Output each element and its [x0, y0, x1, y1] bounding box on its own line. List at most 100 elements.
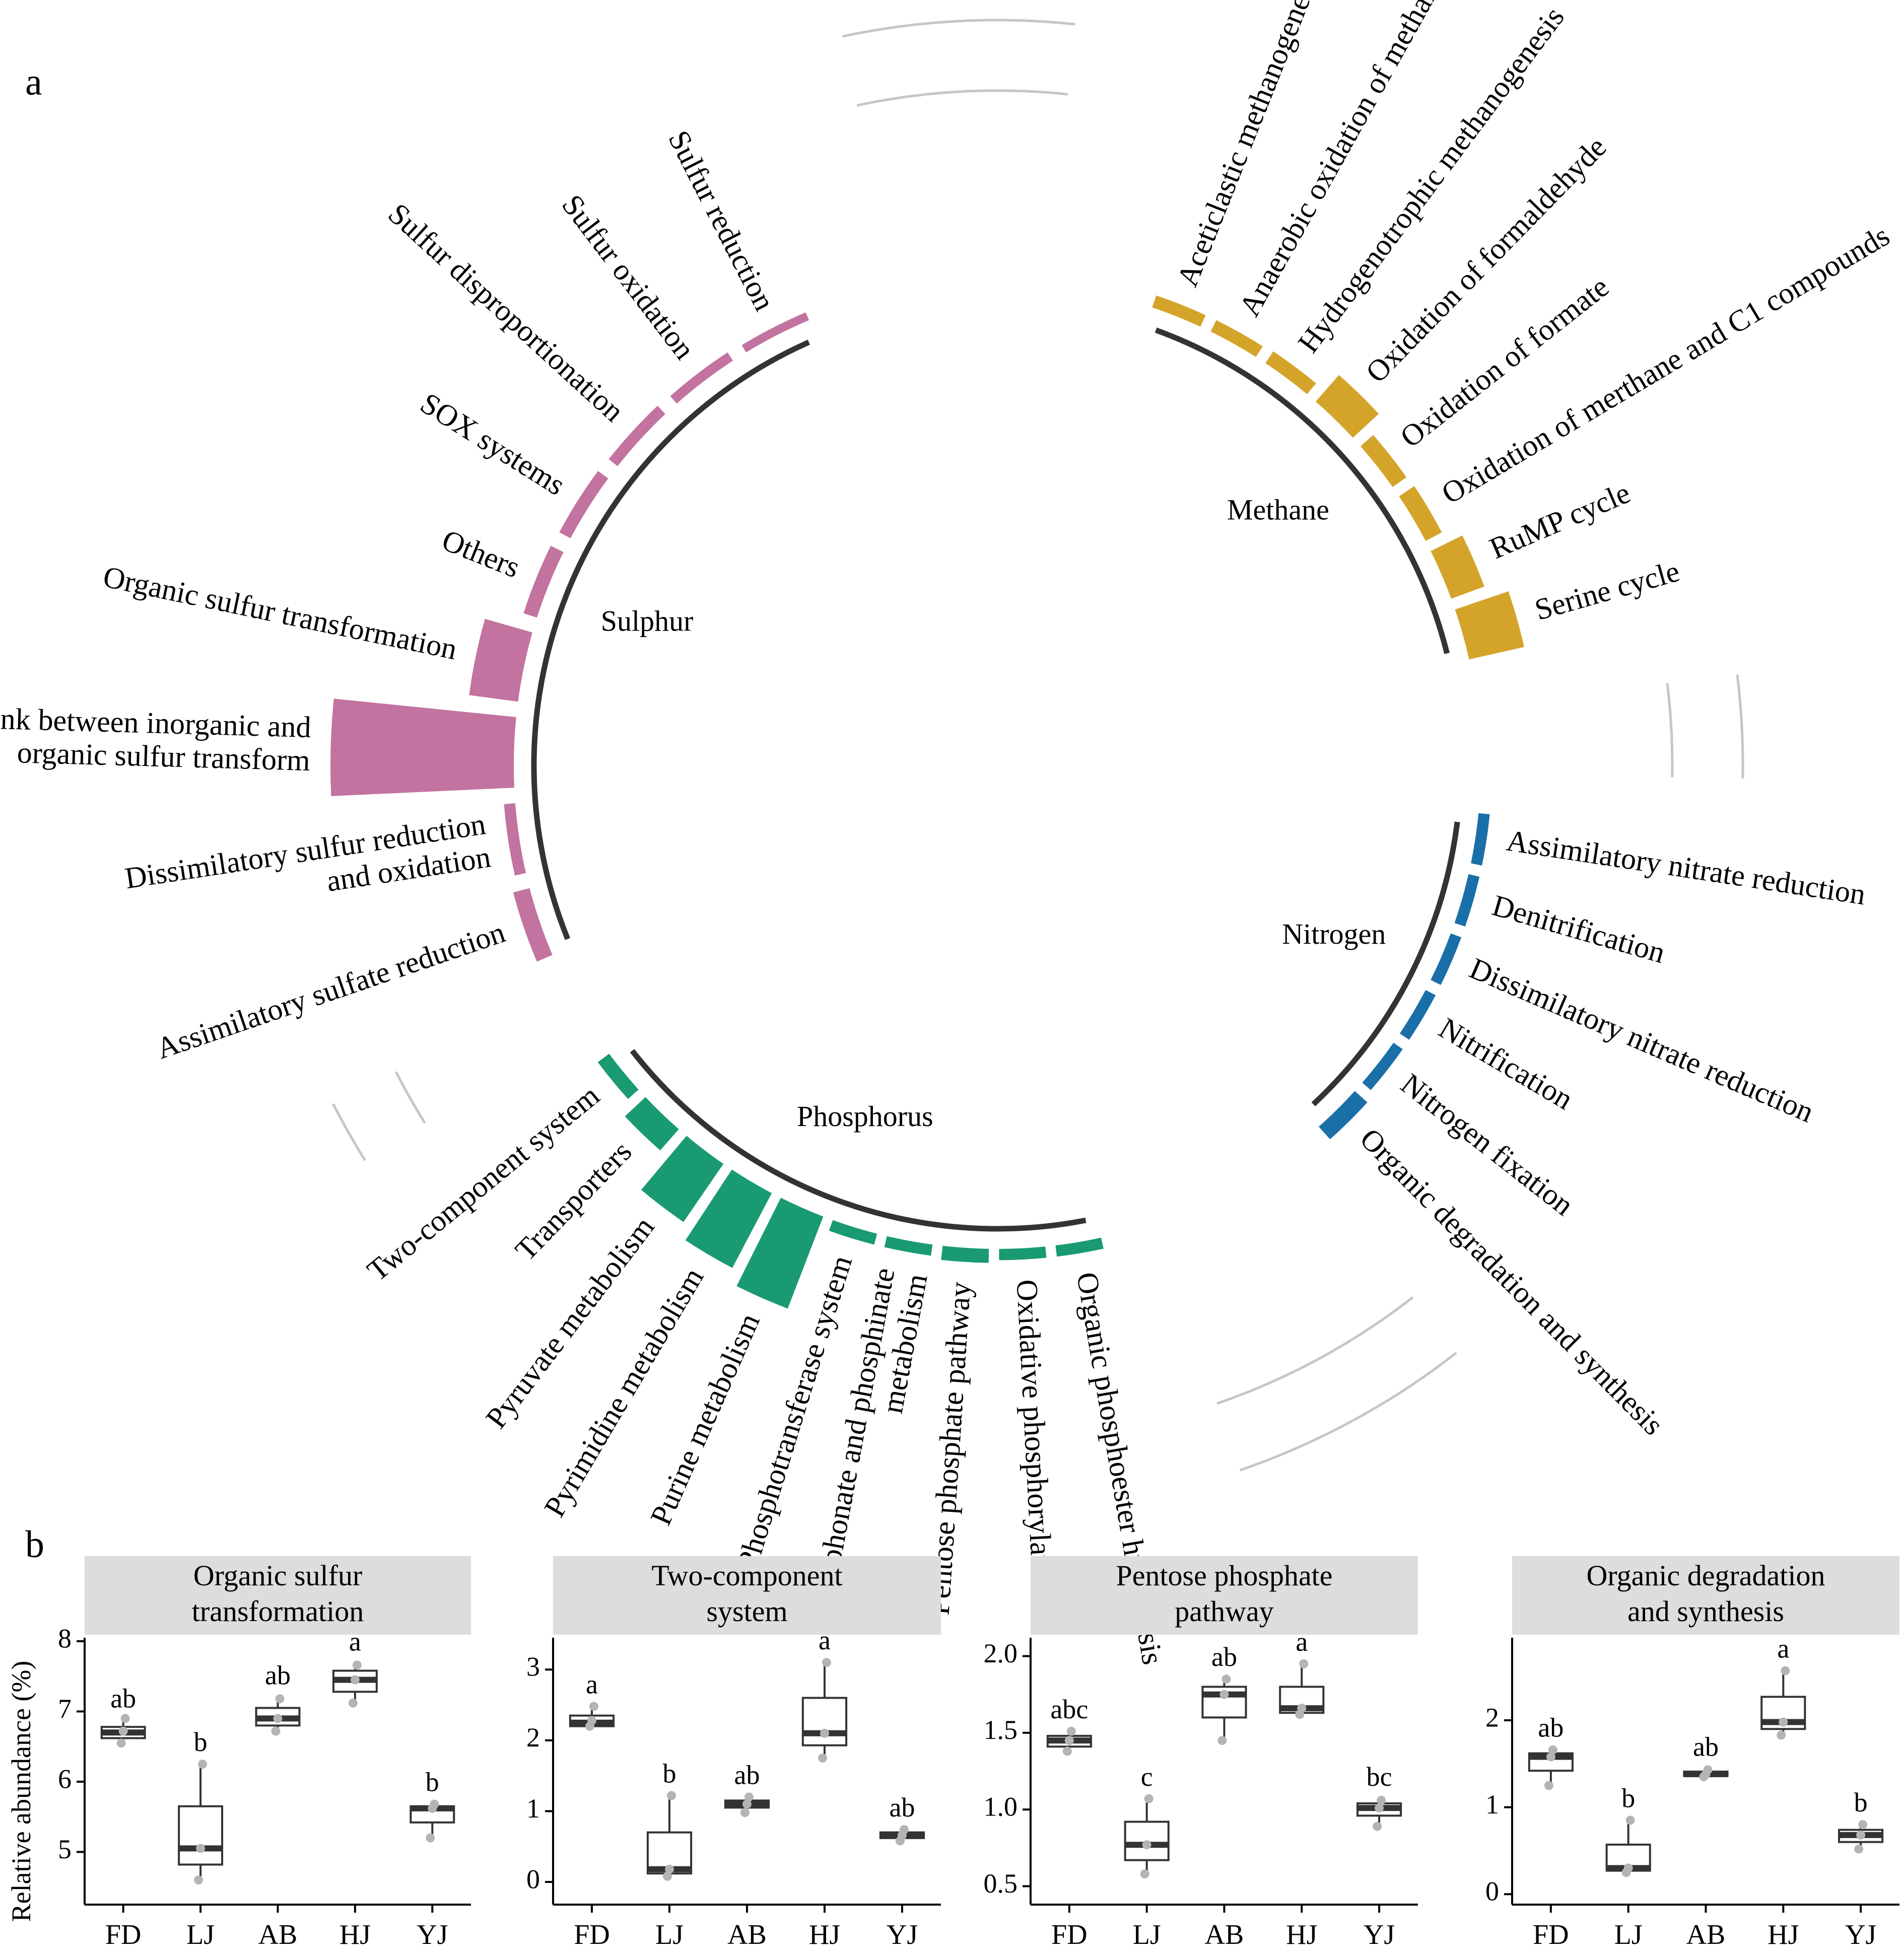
bar-methane-hydrogenotrophic-methanogenesis	[1265, 351, 1316, 394]
pathway-label-line: organic sulfur transform	[17, 736, 311, 777]
significance-letter: ab	[1538, 1713, 1563, 1743]
pathway-label-phosphorus-oxidative-phosphorylation: Oxidative phosphorylation	[1010, 1279, 1060, 1603]
category-label-methane: Methane	[1227, 494, 1329, 526]
category-label-phosphorus: Phosphorus	[797, 1100, 933, 1133]
data-point	[1703, 1765, 1713, 1775]
connector-arc-3-0	[394, 1071, 426, 1124]
box-lj: LJb	[178, 1727, 224, 1950]
bar-nitrogen-assimilatory-nitrate-reduction	[1471, 813, 1490, 866]
bar-nitrogen-nitrogen-fixation	[1362, 1042, 1403, 1090]
bar-phosphorus-phosphonate-and-phosphinate-metabolism	[884, 1236, 933, 1256]
bar-sulphur-others	[523, 545, 564, 618]
data-point	[1221, 1674, 1231, 1684]
y-tick-label: 8	[58, 1623, 72, 1653]
pathway-label-line: Organic sulfur transformation	[100, 559, 460, 666]
bar-phosphorus-phosphotransferase-system	[829, 1220, 877, 1245]
data-point	[822, 1658, 831, 1667]
significance-letter: c	[1141, 1762, 1153, 1792]
significance-letter: b	[1854, 1787, 1868, 1817]
y-tick-label: 2	[526, 1722, 540, 1753]
bar-sulphur-assimilatory-sulfate-reduction	[513, 888, 553, 962]
significance-letter: ab	[890, 1792, 915, 1823]
x-tick-label: YJ	[1364, 1919, 1395, 1950]
category-label-sulphur: Sulphur	[601, 604, 694, 637]
data-point	[1064, 1736, 1074, 1745]
facet-strip	[553, 1556, 941, 1635]
bar-methane-oxidation-of-formaldehyde	[1316, 375, 1379, 438]
box-lj: LJb	[646, 1759, 693, 1950]
data-point	[1858, 1820, 1868, 1830]
category-arc-nitrogen	[1311, 821, 1460, 1106]
x-tick-label: YJ	[887, 1919, 918, 1950]
significance-letter: bc	[1367, 1762, 1392, 1792]
data-point	[1856, 1830, 1866, 1840]
pathway-label-line: Aceticlastic methanogenesis	[1170, 0, 1328, 291]
significance-letter: ab	[1693, 1732, 1719, 1762]
data-point	[275, 1694, 285, 1704]
data-point	[1219, 1690, 1229, 1699]
data-point	[196, 1844, 206, 1853]
significance-letter: b	[1621, 1783, 1635, 1813]
bar-methane-rump-cycle	[1431, 535, 1484, 599]
category-arc-sulphur	[531, 339, 810, 940]
bar-methane-oxidation-of-merthane-and-c1-compounds	[1399, 486, 1442, 541]
x-tick-label: HJ	[339, 1919, 371, 1950]
x-tick-label: YJ	[417, 1919, 448, 1950]
x-tick-label: AB	[1686, 1919, 1726, 1950]
box-fd: FDa	[569, 1669, 615, 1950]
bar-nitrogen-nitrification	[1399, 990, 1436, 1040]
data-point	[667, 1791, 676, 1800]
bar-sulphur-sox-systems	[559, 471, 608, 538]
pathway-label-sulphur-sox-systems: SOX systems	[415, 386, 571, 502]
y-tick-label: 2	[1485, 1702, 1499, 1732]
bar-phosphorus-transporters	[625, 1097, 679, 1151]
data-point	[1062, 1746, 1072, 1756]
data-point	[818, 1753, 827, 1763]
facet-strip-title-line: Pentose phosphate	[1116, 1559, 1332, 1592]
box-body	[801, 1697, 848, 1746]
y-tick-label: 5	[58, 1834, 72, 1864]
connector-arc-3-1	[332, 1103, 367, 1161]
pathway-label-line: Others	[438, 523, 525, 584]
bar-nitrogen-denitrification	[1454, 874, 1480, 927]
data-point	[740, 1808, 750, 1817]
connector-arc-2-1	[1239, 1352, 1457, 1472]
pathway-label-line: SOX systems	[415, 386, 571, 502]
x-tick-label: HJ	[809, 1919, 840, 1950]
bar-methane-anaerobic-oxidation-of-methane-aom	[1210, 320, 1263, 357]
data-point	[1777, 1730, 1786, 1740]
pathway-label-nitrogen-dissimilatory-nitrate-reduction: Dissimilatory nitrate reduction	[1465, 951, 1818, 1129]
pathway-label-sulphur-dissimilatory-sulfur-reduction-and-oxidation: Dissimilatory sulfur reductionand oxidat…	[122, 807, 493, 928]
connector-arc-0-1	[842, 19, 1075, 38]
bar-phosphorus-purine-metabolism	[736, 1198, 824, 1309]
y-tick-label: 1.0	[984, 1792, 1018, 1822]
significance-letter: ab	[110, 1684, 136, 1714]
data-point	[1546, 1752, 1555, 1762]
x-tick-label: FD	[105, 1919, 142, 1950]
bar-nitrogen-organic-degradation-and-synthesis	[1319, 1091, 1368, 1140]
x-tick-label: FD	[574, 1919, 610, 1950]
data-point	[194, 1875, 203, 1885]
facet-strip-title-line: Two-component	[651, 1559, 842, 1592]
pathway-label-line: Oxidation of formaldehyde	[1359, 130, 1612, 389]
data-point	[1377, 1795, 1386, 1805]
data-point	[116, 1738, 126, 1748]
bar-phosphorus-two-component-system	[597, 1054, 639, 1099]
data-point	[1781, 1666, 1790, 1675]
x-tick-label: YJ	[1845, 1919, 1876, 1950]
data-point	[350, 1675, 360, 1685]
box-yj: YJ bc	[1356, 1762, 1402, 1950]
data-point	[742, 1799, 752, 1809]
data-point	[1142, 1840, 1151, 1850]
significance-letter: b	[663, 1759, 676, 1789]
